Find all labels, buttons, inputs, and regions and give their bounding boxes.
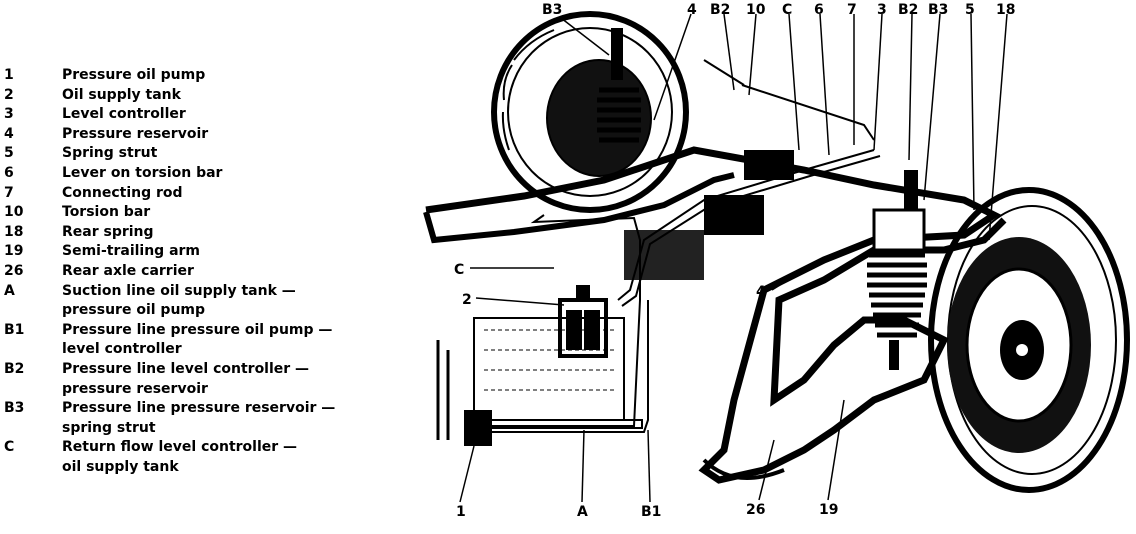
callout-b1: B1	[641, 504, 661, 520]
legend-item: C Return flow level controller —	[0, 438, 390, 458]
legend-code: C	[4, 439, 15, 456]
legend-text: Connecting rod	[62, 184, 183, 201]
callout-3: 3	[877, 2, 887, 18]
callout-c-top: C	[782, 2, 792, 18]
legend-item-continued: pressure reservoir	[0, 380, 390, 400]
callout-26: 26	[746, 502, 765, 518]
callout-7: 7	[847, 2, 857, 18]
legend-item: 5 Spring strut	[0, 144, 390, 164]
legend-code: 7	[4, 184, 14, 201]
suspension-diagram: B3 4 B2 10 C 6 7 3 B2 B3 5 18 C 2 4 1 A …	[423, 2, 1130, 520]
legend-text: Pressure line pressure reservoir —	[62, 400, 336, 417]
legend-item: 18 Rear spring	[0, 223, 390, 243]
legend-code: 5	[4, 145, 14, 162]
legend-item-continued: spring strut	[0, 419, 390, 439]
legend-text: spring strut	[62, 419, 156, 436]
legend-item: 2 Oil supply tank	[0, 86, 390, 106]
legend-text: pressure reservoir	[62, 380, 208, 397]
legend-item: 1 Pressure oil pump	[0, 66, 390, 86]
callout-4-side: 4	[756, 284, 766, 300]
legend-code: 26	[4, 262, 24, 279]
legend-text: Lever on torsion bar	[62, 164, 223, 181]
legend-text: Spring strut	[62, 145, 158, 162]
legend-code: B2	[4, 360, 25, 377]
legend-item: 19 Semi-trailing arm	[0, 242, 390, 262]
legend-item: 26 Rear axle carrier	[0, 262, 390, 282]
callout-a: A	[577, 504, 588, 520]
legend-item: 7 Connecting rod	[0, 184, 390, 204]
legend-code: 4	[4, 125, 14, 142]
legend-item: 3 Level controller	[0, 105, 390, 125]
legend-text: Pressure line pressure oil pump —	[62, 321, 333, 338]
legend-item: 6 Lever on torsion bar	[0, 164, 390, 184]
legend-text: Level controller	[62, 106, 186, 123]
callout-b2-right: B2	[898, 2, 918, 18]
callout-18: 18	[996, 2, 1015, 18]
legend-code: 1	[4, 67, 14, 83]
legend-item: 4 Pressure reservoir	[0, 125, 390, 145]
legend-code: 6	[4, 164, 14, 181]
spring-strut-left	[597, 28, 641, 143]
legend-text: Rear spring	[62, 223, 154, 240]
legend-text: Pressure reservoir	[62, 125, 209, 142]
callout-b3-right: B3	[928, 2, 948, 18]
leader-lines	[459, 13, 1008, 503]
legend-item-continued: pressure oil pump	[0, 301, 390, 321]
legend-text: Rear axle carrier	[62, 262, 194, 279]
legend-text: Return flow level controller —	[62, 439, 298, 456]
callout-c-side: C	[454, 262, 464, 278]
legend-code: 3	[4, 106, 14, 123]
legend-text: pressure oil pump	[62, 302, 206, 319]
callout-6: 6	[814, 2, 824, 18]
legend-code: A	[4, 282, 15, 299]
legend-text: level controller	[62, 341, 182, 358]
legend-text: Pressure line level controller —	[62, 360, 310, 377]
callout-19: 19	[819, 502, 838, 518]
callout-5: 5	[965, 2, 975, 18]
legend-text: Suction line oil supply tank —	[62, 282, 296, 299]
right-wheel	[928, 187, 1130, 493]
callout-b3-left: B3	[542, 2, 562, 18]
engine-block	[436, 317, 625, 440]
legend-text: Semi-trailing arm	[62, 243, 201, 260]
legend-code: 2	[4, 86, 14, 103]
legend-code: B1	[4, 321, 25, 338]
legend-item: B1 Pressure line pressure oil pump —	[0, 321, 390, 341]
legend-item: A Suction line oil supply tank —	[0, 282, 390, 302]
legend-text: Torsion bar	[62, 204, 151, 221]
legend-text: oil supply tank	[62, 458, 179, 475]
callout-1: 1	[456, 504, 466, 520]
callout-2: 2	[462, 292, 472, 308]
legend-item-continued: oil supply tank	[0, 458, 390, 478]
legend-code: B3	[4, 400, 25, 417]
hydraulic-lines	[490, 59, 881, 433]
legend-item: B3 Pressure line pressure reservoir —	[0, 399, 390, 419]
legend-text: Oil supply tank	[62, 86, 181, 103]
pressure-oil-pump	[464, 410, 643, 446]
oil-supply-tank	[558, 285, 608, 358]
legend-item-continued: level controller	[0, 340, 390, 360]
callout-10: 10	[746, 2, 766, 18]
legend-item: B2 Pressure line level controller —	[0, 360, 390, 380]
legend-item: 10 Torsion bar	[0, 203, 390, 223]
callout-4-top: 4	[687, 2, 697, 18]
spring-strut-right	[867, 170, 927, 370]
legend-code: 19	[4, 243, 24, 260]
legend-code: 10	[4, 204, 24, 221]
callout-b2-left: B2	[710, 2, 730, 18]
legend-code: 18	[4, 223, 24, 240]
legend-text: Pressure oil pump	[62, 67, 206, 83]
